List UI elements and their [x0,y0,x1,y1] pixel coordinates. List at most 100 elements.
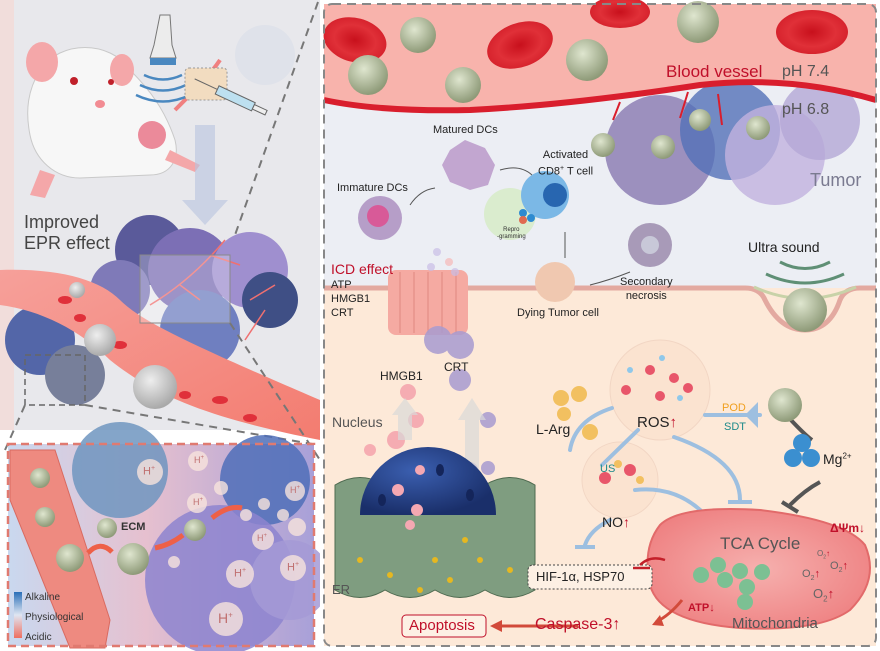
nanoparticle-icon [133,365,177,409]
secondary-line2: necrosis [625,290,667,302]
ph-legend: Alkaline Physiological Acidic [25,588,83,648]
nanoparticles-vessel [348,1,770,159]
secondary-line1: Secondary [620,276,673,288]
pathway-arrows [409,167,631,286]
ph-tumor-label: pH 6.8 [782,101,830,118]
tca-cycle-label: TCA Cycle [720,534,801,553]
legend-alkaline: Alkaline [25,592,61,603]
no-bubble [581,441,659,519]
membrane-potential-label: ΔΨm↓ [830,521,866,535]
tumor-label: Tumor [810,170,862,190]
l-arg-molecules-icon [553,386,598,440]
ros-bubble [609,339,711,441]
inset-region-box [24,354,86,406]
ros-label: ROS↑ [637,414,678,431]
icd-item-crt: CRT [331,307,354,319]
apoptosis-label: Apoptosis [409,617,475,634]
zoom-region-box [139,254,231,324]
red-blood-cells [323,0,848,69]
crt-label: CRT [444,360,469,374]
dying-tumor-cell-label: Dying Tumor cell [517,307,599,319]
no-label: NO↑ [602,514,630,530]
atp-molecules-icon [693,557,770,610]
activated-t-cell-label: Activated CD8+ T cell [538,149,593,179]
icd-effect-block: ICD effect ATP HMGB1 CRT [331,261,393,320]
hif-inhibition [639,557,666,566]
syringe-icon [194,78,268,116]
left-panel: Improved EPR effect ECM H+ H+ H+ H+ H+ H… [0,0,320,651]
ros-molecules-icon [621,355,693,401]
blood-vessel-label: Blood vessel [666,62,763,81]
l-arg-label: L-Arg [536,421,571,437]
us-label: US [600,463,616,475]
hmgb1-label: HMGB1 [380,369,423,383]
ph-vessel-label: pH 7.4 [782,63,830,80]
immature-dcs-label: Immature DCs [337,182,408,194]
hif-box [527,564,653,590]
legend-physiological: Physiological [25,612,84,623]
epr-label-line1: Improved [24,212,100,232]
nanoparticle-icon [69,282,85,298]
nanoparticle-icon [35,507,55,527]
pod-label: POD [722,402,746,414]
sdt-label: SDT [724,421,746,433]
legend-acidic: Acidic [25,632,52,643]
activated-line1: Activated [542,149,589,161]
atp-label: ATP↓ [688,602,715,614]
mg-ions-icon [784,434,820,467]
proton-bubbles [137,451,306,636]
down-arrow-icon [182,125,228,225]
nanoparticle-icon [30,468,50,488]
blood-vessel-icon [0,269,320,440]
nanoparticle-icon [97,518,117,538]
proton-label: H+ [218,610,233,626]
icd-item-hmgb1: HMGB1 [331,293,371,305]
mg-inhibition-arrow [788,480,821,507]
nanoparticle-icon [184,519,206,541]
caspase-label: Caspase-3↑ [535,616,621,633]
left-panel-artwork [0,0,320,651]
proton-label: H+ [257,533,268,543]
nucleus-label: Nucleus [332,414,383,430]
nucleus-icon [360,447,496,530]
arrow-icon [154,532,185,551]
secondary-necrosis-label: Secondary necrosis [620,275,673,303]
mouse-icon [26,42,222,198]
proton-label: H+ [193,497,204,507]
crt-molecules [424,326,496,478]
reprogramming-line2: -gramming [497,234,526,240]
right-panel-border [323,3,877,647]
arrow-icon [86,543,114,555]
right-panel: Blood vessel pH 7.4 pH 6.8 Tumor Matured… [320,0,880,651]
vessel-wall [323,79,877,114]
ecm-label: ECM [121,521,146,533]
released-molecules [427,248,459,276]
nanoparticle-icon [783,288,827,332]
mitochondria-label: Mitochondria [732,615,818,632]
o2-label: O2↑ [813,586,835,604]
nanoparticle-icon [117,543,149,575]
tumor-on-mouse-icon [138,121,166,149]
apoptosis-box [401,614,487,638]
background-cell-icon [235,25,295,85]
proton-label: H+ [234,567,247,580]
reprogramming-label: Repro -gramming [497,227,526,241]
nanoparticle-icon [84,324,116,356]
arrow-icon [210,505,243,520]
epr-label: Improved EPR effect [24,212,110,254]
reprogramming-line1: Repro [503,227,520,233]
nanoparticle-icon [768,388,802,422]
export-arrow-icon [392,398,418,440]
ultrasound-label: Ultra sound [748,239,820,255]
dying-tumor-cell-icon [535,262,575,302]
proton-label: H+ [287,561,300,574]
inset-border [6,442,316,648]
capillary-sprouts [612,91,723,126]
o2-label: O2↑ [817,549,831,561]
hif-label: HIF-1α, HSP70 [536,569,625,584]
mg-release-arrow [788,417,814,442]
cd8-line: CD8+ T cell [538,165,594,178]
o2-label: O2↑ [802,568,820,583]
proton-label: H+ [290,485,301,495]
matured-dcs-label: Matured DCs [433,124,498,136]
